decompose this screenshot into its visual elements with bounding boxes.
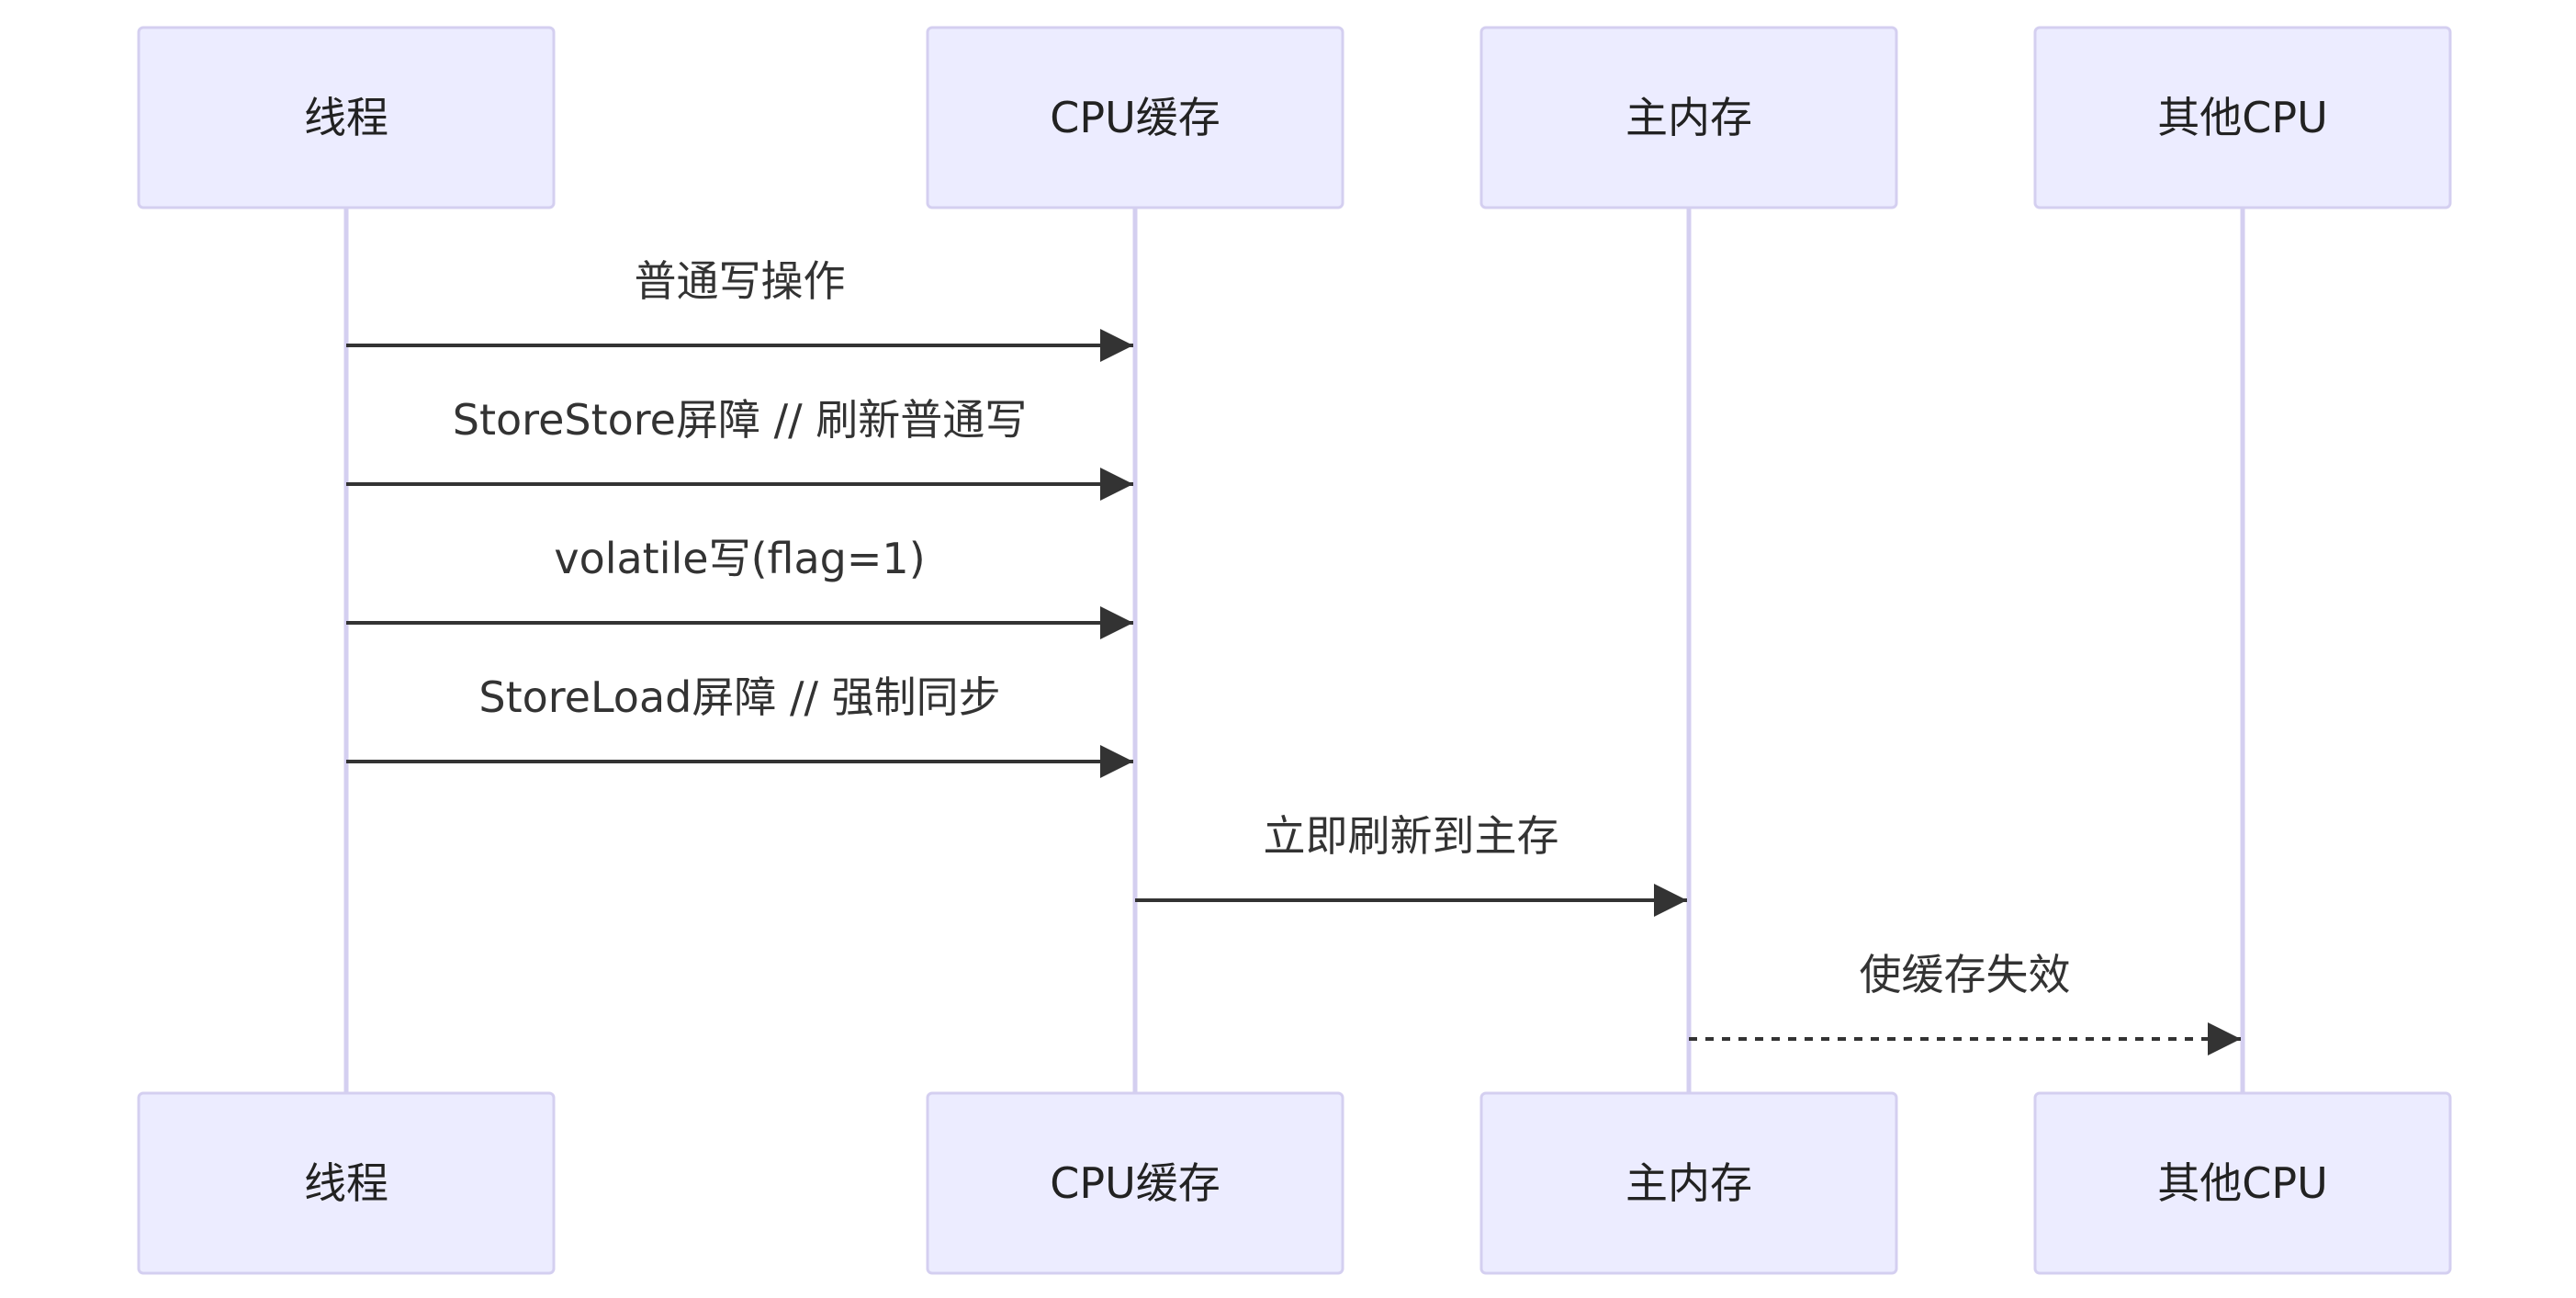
actor-label: 主内存	[1625, 1158, 1752, 1208]
actor-box	[137, 26, 556, 209]
actor-label: 其他CPU	[2157, 1158, 2328, 1208]
lifelines	[343, 208, 2245, 1093]
actor-label: 其他CPU	[2157, 93, 2328, 142]
actor-box	[926, 1091, 1344, 1275]
actor-label: CPU缓存	[1050, 93, 1221, 142]
actor-label: 线程	[304, 1158, 388, 1208]
actor-top-other_cpu: 其他CPU	[2033, 26, 2452, 209]
actor-box	[1479, 1091, 1898, 1275]
message-6: 使缓存失效	[1689, 950, 2241, 1055]
message-label: 立即刷新到主存	[1264, 811, 1559, 861]
actor-label: 线程	[304, 93, 388, 142]
message-label: StoreLoad屏障 // 强制同步	[478, 672, 1000, 722]
message-4: StoreLoad屏障 // 强制同步	[346, 672, 1133, 778]
actor-box	[137, 1091, 556, 1275]
actor-box	[2033, 26, 2452, 209]
actor-label: CPU缓存	[1050, 1158, 1221, 1208]
actor-box	[1479, 26, 1898, 209]
actor-top-main_memory: 主内存	[1479, 26, 1898, 209]
actor-bottom-cpu_cache: CPU缓存	[926, 1091, 1344, 1275]
actor-bottom-other_cpu: 其他CPU	[2033, 1091, 2452, 1275]
message-label: volatile写(flag=1)	[554, 534, 925, 583]
actor-box	[2033, 1091, 2452, 1275]
message-3: volatile写(flag=1)	[346, 534, 1133, 639]
actors-top: 线程 CPU缓存 主内存 其他CPU	[137, 26, 2452, 209]
actor-label: 主内存	[1625, 93, 1752, 142]
actor-bottom-thread: 线程	[137, 1091, 556, 1275]
messages: 普通写操作 StoreStore屏障 // 刷新普通写 volatile写(flag…	[346, 256, 2241, 1055]
actor-top-thread: 线程	[137, 26, 556, 209]
actors-bottom: 线程 CPU缓存 主内存 其他CPU	[137, 1091, 2452, 1275]
actor-box	[926, 26, 1344, 209]
message-2: StoreStore屏障 // 刷新普通写	[346, 395, 1133, 501]
message-5: 立即刷新到主存	[1135, 811, 1687, 917]
message-label: 使缓存失效	[1860, 950, 2071, 999]
actor-bottom-main_memory: 主内存	[1479, 1091, 1898, 1275]
message-1: 普通写操作	[346, 256, 1133, 362]
message-label: StoreStore屏障 // 刷新普通写	[453, 395, 1027, 445]
actor-top-cpu_cache: CPU缓存	[926, 26, 1344, 209]
message-label: 普通写操作	[635, 256, 846, 306]
